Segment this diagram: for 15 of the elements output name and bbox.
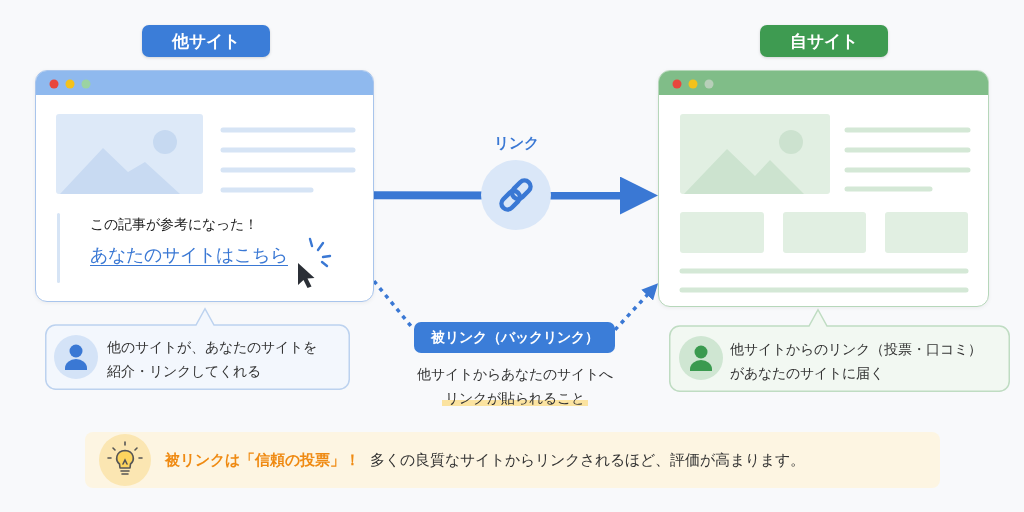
term-badge: 被リンク（バックリンク）	[414, 322, 615, 353]
site-tag: 自サイト	[760, 25, 888, 57]
link-text: あなたのサイトはこちら	[90, 243, 288, 267]
quote-text: この記事が参考になった！	[90, 216, 258, 234]
callout-text: 他サイトからのリンク（投票・口コミ）があなたのサイトに届く	[730, 340, 983, 383]
arrow	[374, 176, 658, 215]
tip-heading: 被リンクは「信頼の投票」！	[165, 450, 360, 470]
speech-bubble	[669, 309, 1010, 392]
tip-banner	[85, 432, 940, 488]
callout-text: 他のサイトが、あなたのサイトを紹介・リンクしてくれる	[107, 338, 318, 381]
browser-window	[35, 70, 374, 302]
dotted-arrow	[613, 283, 659, 331]
tip-text: 多くの良質なサイトからリンクされるほど、評価が高まります。	[370, 450, 805, 470]
site-tag: 他サイト	[142, 25, 270, 57]
speech-bubble	[45, 308, 350, 390]
